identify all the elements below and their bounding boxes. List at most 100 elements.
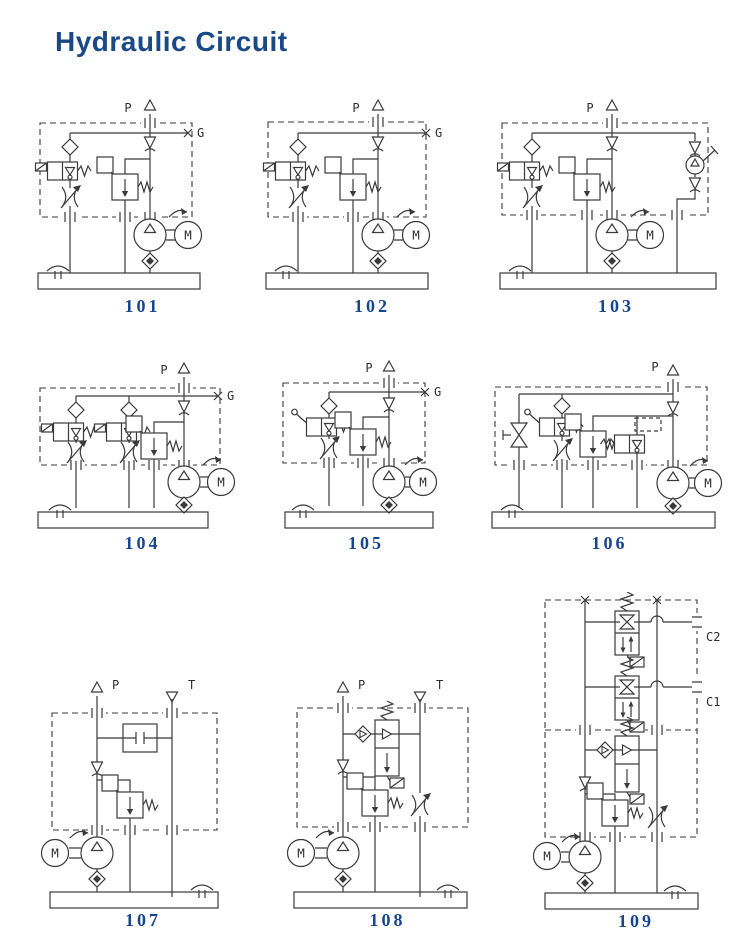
circuit-107: P T M 107 xyxy=(28,675,258,931)
hand-pump-icon xyxy=(685,145,719,175)
motor-label: M xyxy=(297,846,305,861)
motor-label: M xyxy=(217,475,225,490)
lever-valve-branch xyxy=(291,392,351,506)
suction-filter-icon xyxy=(88,870,106,888)
gauge-port-label: G xyxy=(434,385,441,399)
gauge-port-label: G xyxy=(435,126,442,140)
pilot-check-valve-icon xyxy=(599,417,662,454)
tank-symbol xyxy=(37,511,209,529)
tank-symbol xyxy=(265,272,429,290)
cylinder1-valve-branch: C1 xyxy=(585,656,720,733)
pressure-port-icon xyxy=(177,362,191,374)
solenoid-valve-icon xyxy=(496,161,554,181)
solenoid-valve-branch xyxy=(496,133,554,273)
filter-icon xyxy=(289,138,307,156)
circuit-101-diagram: G P M xyxy=(34,99,204,290)
pump-icon xyxy=(372,465,406,499)
circuit-106-label: 106 xyxy=(591,533,628,553)
pump-motor-group: M xyxy=(361,207,431,273)
tank-port-label: T xyxy=(436,678,443,692)
motor-label: M xyxy=(646,228,654,243)
pressure-port-icon xyxy=(382,360,396,372)
pressure-port-label: P xyxy=(112,678,119,692)
pump-motor-group: M xyxy=(286,828,360,892)
circuit-103: P xyxy=(492,95,740,317)
lever-valve-branch xyxy=(524,394,584,508)
pressure-port-icon xyxy=(90,681,104,693)
hand-pump-branch xyxy=(676,133,719,273)
circuit-104-diagram: G P xyxy=(37,362,236,529)
rotation-arrow-icon xyxy=(396,207,416,218)
solenoid-valve-icon xyxy=(374,700,405,789)
throttle-valve-icon xyxy=(552,437,574,462)
circuit-108-label: 108 xyxy=(369,910,406,930)
circuit-107-label: 107 xyxy=(125,910,161,930)
check-valve-icon xyxy=(336,759,350,775)
circuit-103-label: 103 xyxy=(598,296,634,316)
cylinder2-valve-branch: C2 xyxy=(585,592,720,668)
tank-symbol xyxy=(293,891,468,909)
unloading-valve-branch xyxy=(343,700,420,789)
suction-filter-icon xyxy=(603,252,621,270)
pressure-port-label: P xyxy=(352,101,359,115)
rotation-arrow-icon xyxy=(315,828,335,839)
solenoid-valve-icon xyxy=(40,422,98,442)
relief-valve-branch xyxy=(97,774,159,892)
solenoid-valve-branch xyxy=(262,133,320,273)
pump-motor-group: M xyxy=(595,207,665,273)
rotation-arrow-icon xyxy=(202,455,222,466)
filter-icon xyxy=(67,401,85,419)
solenoid-valve-icon xyxy=(614,592,645,668)
tank-symbol xyxy=(49,891,219,909)
circuit-102-label: 102 xyxy=(354,296,390,316)
filter-icon xyxy=(61,138,79,156)
circuit-107-diagram: P T M xyxy=(40,678,219,909)
pressure-port-icon xyxy=(143,99,157,111)
circuit-105: G P M xyxy=(275,360,457,554)
pressure-port-label: P xyxy=(124,101,131,115)
gauge-port-label: G xyxy=(227,389,234,403)
relief-valve-branch xyxy=(558,156,616,273)
circuit-103-diagram: P xyxy=(496,99,719,290)
throttle-valve-icon xyxy=(60,184,82,209)
filter-icon xyxy=(523,138,541,156)
check-valve-icon xyxy=(90,761,104,777)
circuit-104: G P xyxy=(30,360,255,554)
circuit-108-diagram: P T M xyxy=(286,678,469,909)
solenoid-valve-branch xyxy=(34,133,92,273)
circuit-109: C2 C1 M xyxy=(525,592,747,932)
relief-valve-branch xyxy=(343,772,404,892)
manifold-boundary xyxy=(39,387,221,466)
circuit-105-diagram: G P M xyxy=(282,360,441,529)
pressure-port-icon xyxy=(605,99,619,111)
relief-valve-branch xyxy=(125,415,184,508)
check-valve-icon xyxy=(688,141,702,157)
suction-filter-icon xyxy=(369,252,387,270)
circuit-106: P xyxy=(487,360,732,554)
suction-filter-icon xyxy=(334,870,352,888)
pressure-port-icon xyxy=(336,681,350,693)
pump-motor-group: M xyxy=(40,828,114,892)
pump-icon xyxy=(568,840,602,874)
pressure-port-label: P xyxy=(365,361,372,375)
suction-filter-icon xyxy=(141,252,159,270)
cylinder2-port-label: C2 xyxy=(706,630,720,644)
pressure-port-icon xyxy=(666,364,680,376)
circuit-101-label: 101 xyxy=(124,296,161,316)
relief-valve-branch xyxy=(585,782,644,893)
shutoff-valve-icon xyxy=(502,422,528,448)
check-valve-icon xyxy=(143,136,157,152)
pump-motor-group: M xyxy=(532,832,602,893)
tank-symbol xyxy=(491,511,716,529)
relief-valve-branch xyxy=(96,156,154,273)
shutoff-valve-branch xyxy=(502,394,528,508)
circuit-108: P T M xyxy=(270,675,505,931)
suction-filter-icon xyxy=(380,496,398,514)
pump-icon xyxy=(656,466,690,500)
rotation-arrow-icon xyxy=(168,207,188,218)
unloading-valve-branch xyxy=(585,716,657,805)
circuit-109-diagram: C2 C1 M xyxy=(532,592,720,910)
circuit-102: G P M xyxy=(258,95,486,317)
inline-check-icon xyxy=(354,725,372,743)
